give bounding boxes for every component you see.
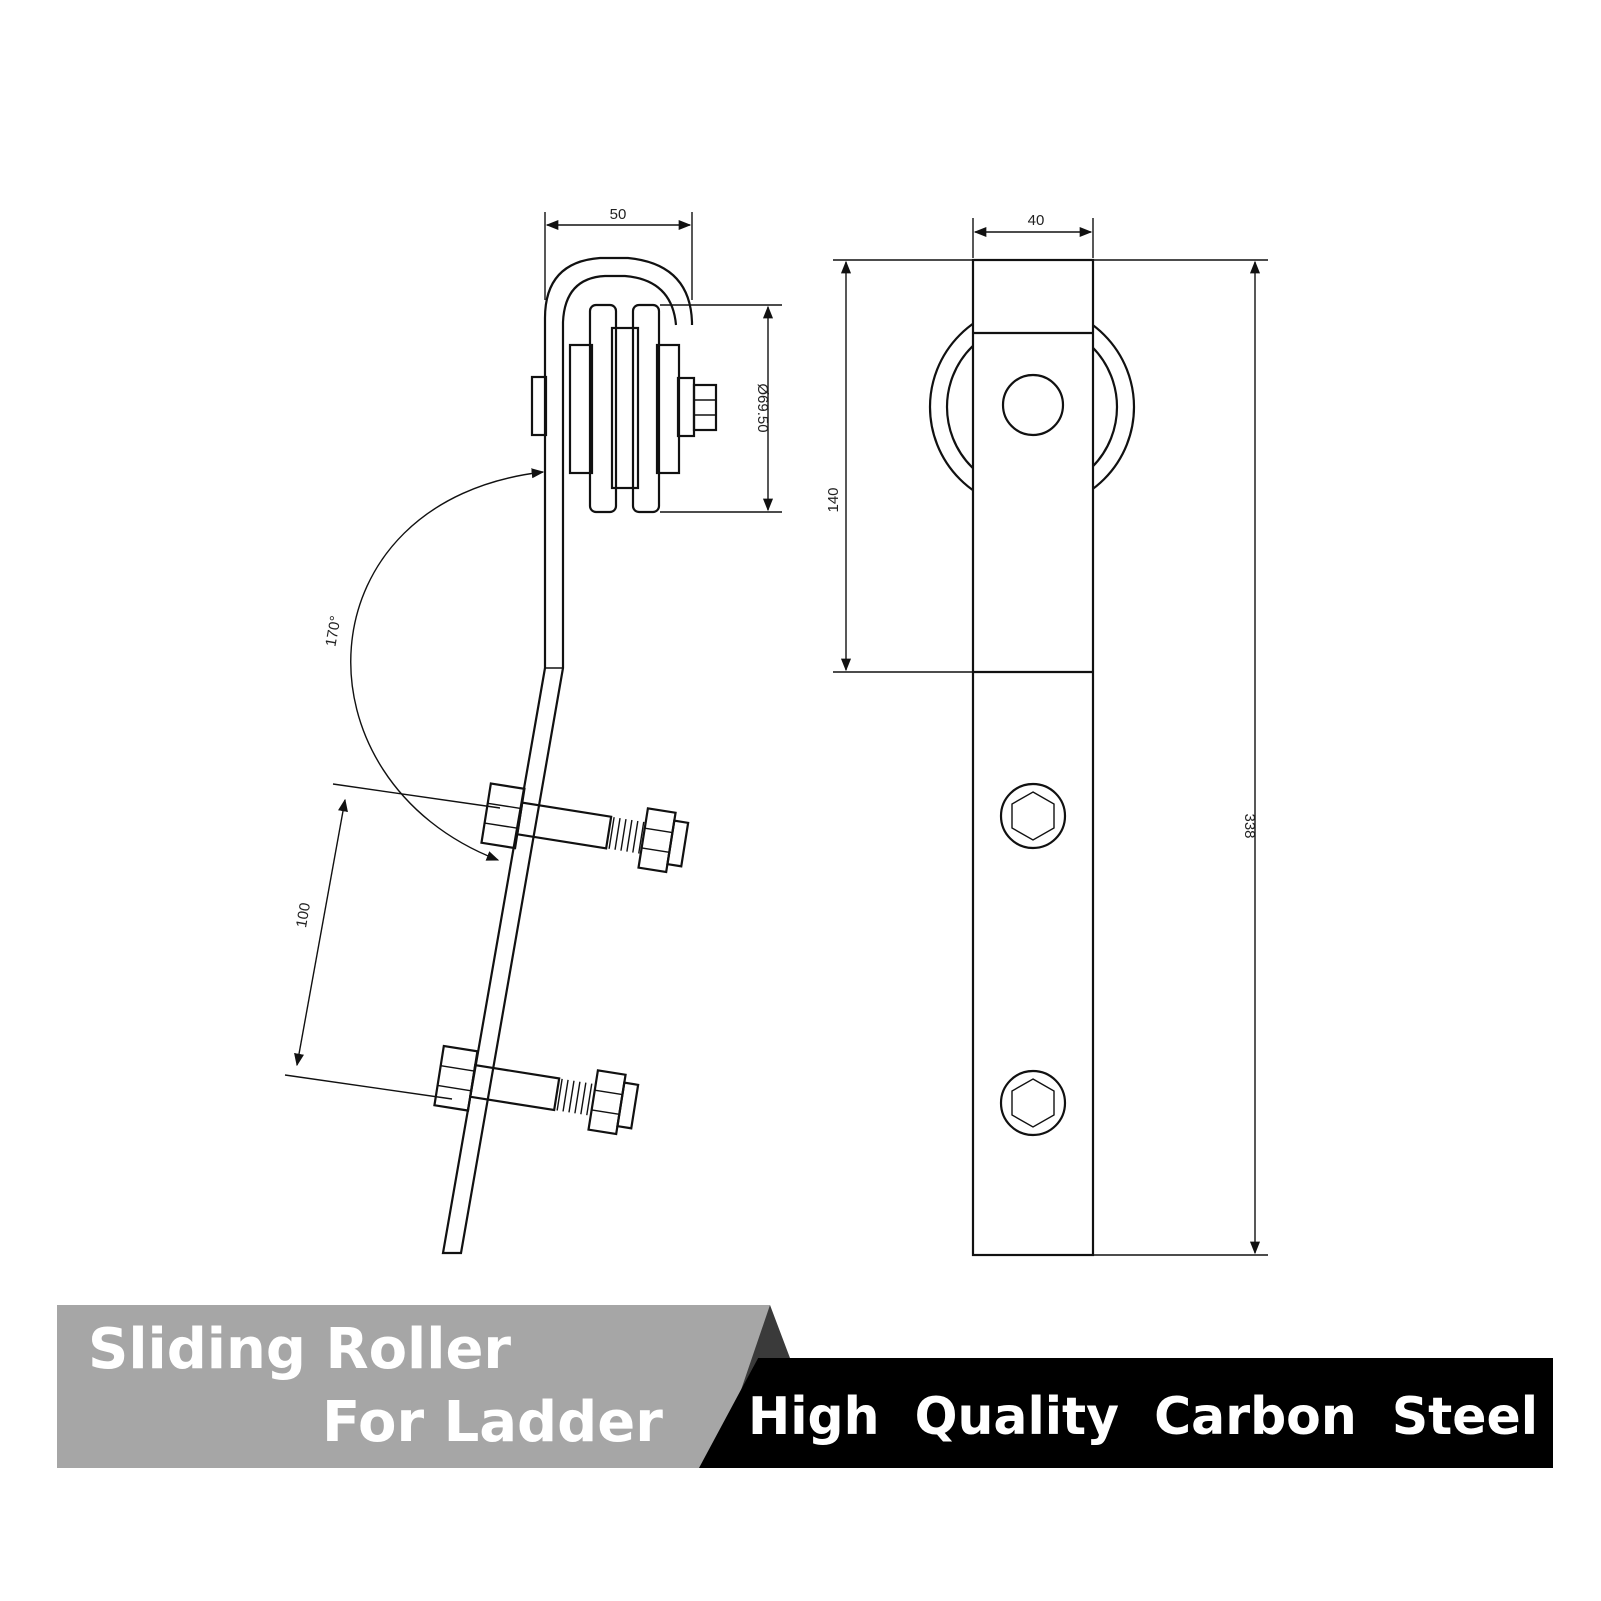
- axle-hole: [1001, 373, 1065, 437]
- axle-bolt-head: [530, 375, 548, 437]
- product-banner: Sliding Roller For Ladder High Quality C…: [57, 1305, 1553, 1468]
- front-view: 40 140 338: [825, 212, 1268, 1257]
- mounting-bolt-lower: [433, 1044, 640, 1136]
- mounting-bolt-upper: [480, 782, 690, 874]
- dim-bolt-spacing: 100: [284, 783, 501, 1100]
- dim-label-width-40: 40: [1028, 212, 1045, 229]
- dim-angle-170: 170°: [323, 468, 545, 861]
- banner-title-line2: For Ladder: [322, 1390, 663, 1455]
- wheel-bushing-right: [655, 343, 681, 475]
- banner-black-panel: [699, 1358, 1553, 1468]
- wheel: [568, 303, 681, 514]
- axle-nut: [676, 376, 696, 438]
- dim-label-wheel-diameter: Ø69.50: [754, 383, 771, 432]
- hanger-strap-lower: [441, 470, 565, 1255]
- hanger-strap-outer: [543, 256, 694, 470]
- banner-gray-panel: [57, 1305, 770, 1468]
- banner-title-line1: Sliding Roller: [88, 1317, 511, 1382]
- dim-label-bolt-spacing: 100: [293, 901, 314, 929]
- axle-nut-cap: [692, 383, 718, 432]
- banner-fold-shadow: [741, 1305, 790, 1390]
- dim-width-50: 50: [544, 206, 693, 300]
- wheel-hub: [610, 326, 640, 490]
- side-view: 50 Ø69.50 170° 100: [284, 206, 782, 1255]
- banner-tagline: High Quality Carbon Steel: [748, 1387, 1538, 1447]
- bolt-head-lower: [999, 1069, 1067, 1137]
- dim-label-angle: 170°: [323, 614, 345, 648]
- wheel-bushing-left: [568, 343, 594, 475]
- dim-length-338: 338: [1093, 259, 1268, 1256]
- dim-label-width-50: 50: [610, 206, 627, 223]
- dim-length-140: 140: [825, 259, 973, 673]
- bolt-head-upper: [999, 782, 1067, 850]
- hanger-strap-inner: [561, 274, 678, 470]
- dim-wheel-diameter: Ø69.50: [660, 304, 782, 513]
- dim-label-length-338: 338: [1241, 813, 1258, 838]
- dim-label-length-140: 140: [825, 487, 842, 512]
- dim-width-40: 40: [972, 212, 1094, 258]
- front-strap: [971, 258, 1095, 1257]
